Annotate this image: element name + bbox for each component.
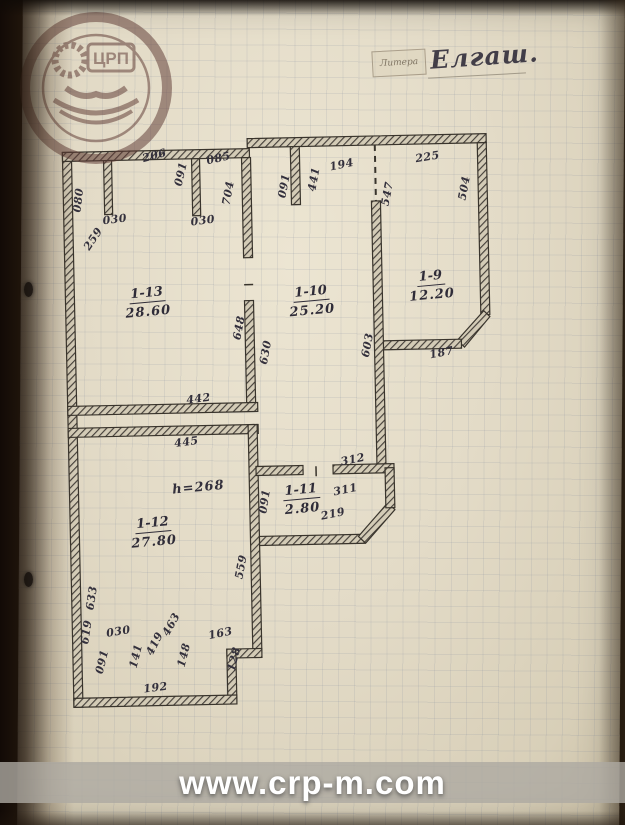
litera-stamp-box: Литера (371, 48, 427, 78)
room-number: 1-13 (127, 284, 166, 305)
wall-segment (240, 156, 254, 259)
hands-icon (64, 85, 128, 99)
website-watermark-bar: www.crp-m.com (0, 762, 625, 803)
wall-segment (190, 158, 202, 217)
room-label-1-10: 1-10 25.20 (287, 282, 336, 320)
photo-top-edge (0, 0, 625, 16)
room-area: 2.80 (284, 499, 321, 519)
wall-segment (67, 401, 259, 417)
wall-segment (258, 533, 366, 547)
litera-stamp-label: Литера (379, 57, 419, 69)
room-number: 1-12 (133, 514, 172, 535)
room-number: 1-10 (291, 282, 330, 303)
page-curl-shadow (599, 0, 625, 825)
floor-plan-openings (244, 144, 377, 477)
logo-text: ЦРП (93, 49, 129, 68)
wall-segment (384, 467, 396, 509)
wall-segment (67, 423, 259, 439)
book-binding-shadow (0, 0, 74, 825)
room-label-1-11: 1-11 2.80 (281, 480, 321, 519)
logo-text-box (86, 42, 136, 73)
wall-segment (255, 464, 304, 477)
room-label-1-9: 1-9 12.20 (407, 267, 456, 305)
floor-plan-walls (61, 133, 491, 708)
wall-segment (289, 145, 302, 206)
photo-bottom-edge (0, 811, 625, 825)
room-label-1-13: 1-13 28.60 (123, 284, 172, 322)
binding-mark (24, 572, 33, 587)
binding-mark (24, 282, 33, 297)
wall-segment (246, 133, 487, 149)
room-number: 1-9 (415, 267, 445, 288)
wall-segment (73, 694, 238, 708)
wall-segment-diagonal (357, 501, 396, 545)
website-url: www.crp-m.com (179, 763, 446, 801)
wall-segment-diagonal (456, 309, 491, 348)
dashed-partition-line (373, 144, 377, 201)
room-label-1-12: 1-12 27.80 (129, 514, 178, 552)
wall-segment (476, 142, 491, 316)
room-number: 1-11 (281, 480, 320, 502)
